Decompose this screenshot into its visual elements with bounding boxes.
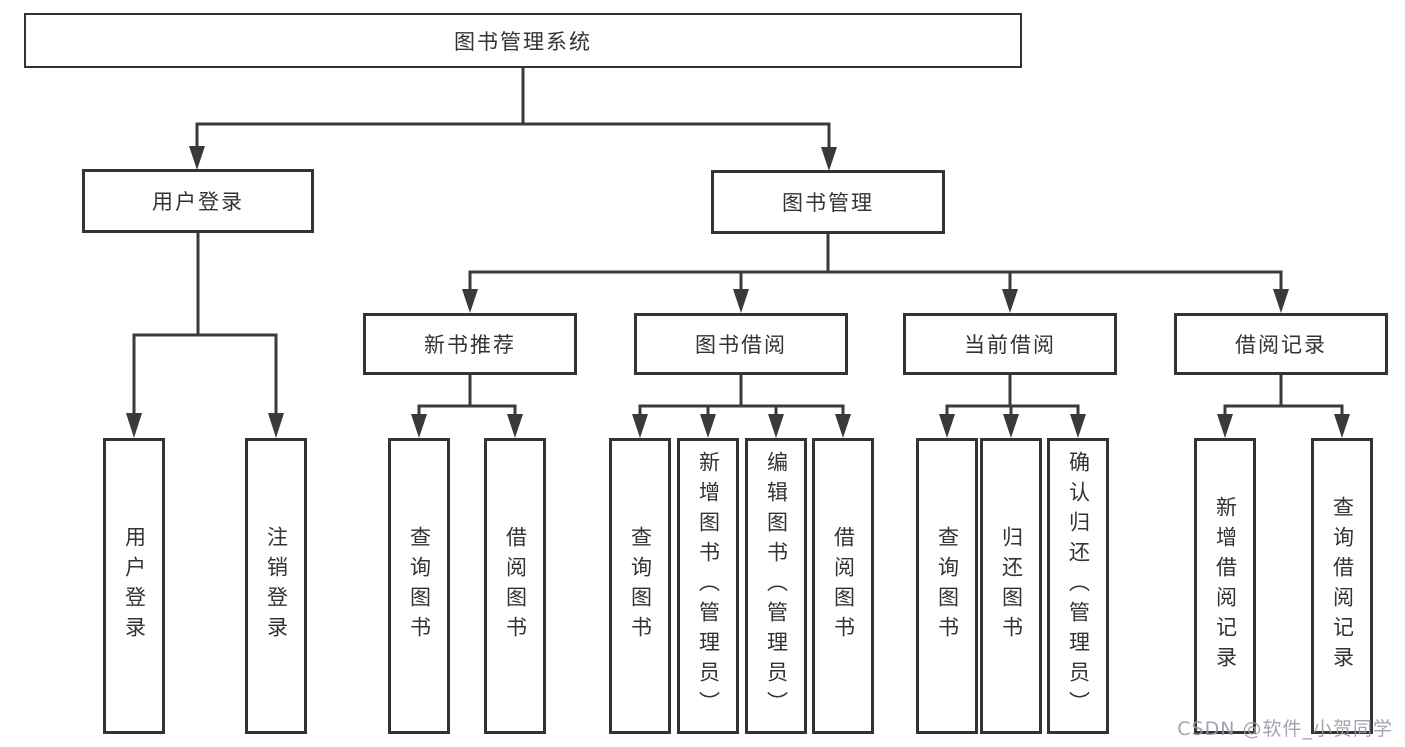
leaf-query-books-1: 查询图书 xyxy=(388,438,450,734)
leaf-add-books-admin-label: 新增图书（管理员） xyxy=(696,451,721,721)
edge-borrow-record-branch xyxy=(1217,375,1350,438)
leaf-query-books-2: 查询图书 xyxy=(609,438,671,734)
leaf-user-login-label: 用户登录 xyxy=(122,526,147,646)
leaf-confirm-return-admin-label: 确认归还（管理员） xyxy=(1066,451,1091,721)
leaf-user-login: 用户登录 xyxy=(103,438,165,734)
edge-new-book-branch xyxy=(411,375,523,438)
node-book-borrow-label: 图书借阅 xyxy=(695,333,787,357)
leaf-edit-books-admin-label: 编辑图书（管理员） xyxy=(764,451,789,721)
leaf-edit-books-admin: 编辑图书（管理员） xyxy=(745,438,807,734)
leaf-return-books: 归还图书 xyxy=(980,438,1042,734)
node-book-borrow: 图书借阅 xyxy=(634,313,848,375)
edge-current-borrow-branch xyxy=(939,375,1086,438)
node-new-book-recommend-label: 新书推荐 xyxy=(424,333,516,357)
node-book-management-label: 图书管理 xyxy=(782,191,874,215)
node-user-login: 用户登录 xyxy=(82,169,314,233)
node-book-management: 图书管理 xyxy=(711,170,945,234)
leaf-query-borrow-record: 查询借阅记录 xyxy=(1311,438,1373,734)
node-current-borrow: 当前借阅 xyxy=(903,313,1117,375)
leaf-query-books-3-label: 查询图书 xyxy=(935,526,960,646)
node-root-system-label: 图书管理系统 xyxy=(454,29,592,54)
leaf-query-books-2-label: 查询图书 xyxy=(628,526,653,646)
node-user-login-label: 用户登录 xyxy=(152,190,244,214)
edge-user-login-branch xyxy=(126,233,284,438)
leaf-borrow-books-2-label: 借阅图书 xyxy=(831,526,856,646)
leaf-add-borrow-record: 新增借阅记录 xyxy=(1194,438,1256,734)
leaf-logout: 注销登录 xyxy=(245,438,307,734)
leaf-add-books-admin: 新增图书（管理员） xyxy=(677,438,739,734)
node-current-borrow-label: 当前借阅 xyxy=(964,333,1056,357)
leaf-query-books-3: 查询图书 xyxy=(916,438,978,734)
node-borrow-record: 借阅记录 xyxy=(1174,313,1388,375)
edge-book-borrow-branch xyxy=(632,375,851,438)
watermark: CSDN @软件_小贺同学 xyxy=(1177,718,1393,740)
edge-book-mgmt-branch xyxy=(462,234,1289,313)
leaf-confirm-return-admin: 确认归还（管理员） xyxy=(1047,438,1109,734)
leaf-return-books-label: 归还图书 xyxy=(999,526,1024,646)
leaf-add-borrow-record-label: 新增借阅记录 xyxy=(1213,496,1238,676)
leaf-borrow-books-1: 借阅图书 xyxy=(484,438,546,734)
node-root-system: 图书管理系统 xyxy=(24,13,1022,68)
leaf-logout-label: 注销登录 xyxy=(264,526,289,646)
node-new-book-recommend: 新书推荐 xyxy=(363,313,577,375)
leaf-borrow-books-2: 借阅图书 xyxy=(812,438,874,734)
node-borrow-record-label: 借阅记录 xyxy=(1235,333,1327,357)
leaf-borrow-books-1-label: 借阅图书 xyxy=(503,526,528,646)
leaf-query-books-1-label: 查询图书 xyxy=(407,526,432,646)
edge-root-branch xyxy=(189,68,837,171)
leaf-query-borrow-record-label: 查询借阅记录 xyxy=(1330,496,1355,676)
